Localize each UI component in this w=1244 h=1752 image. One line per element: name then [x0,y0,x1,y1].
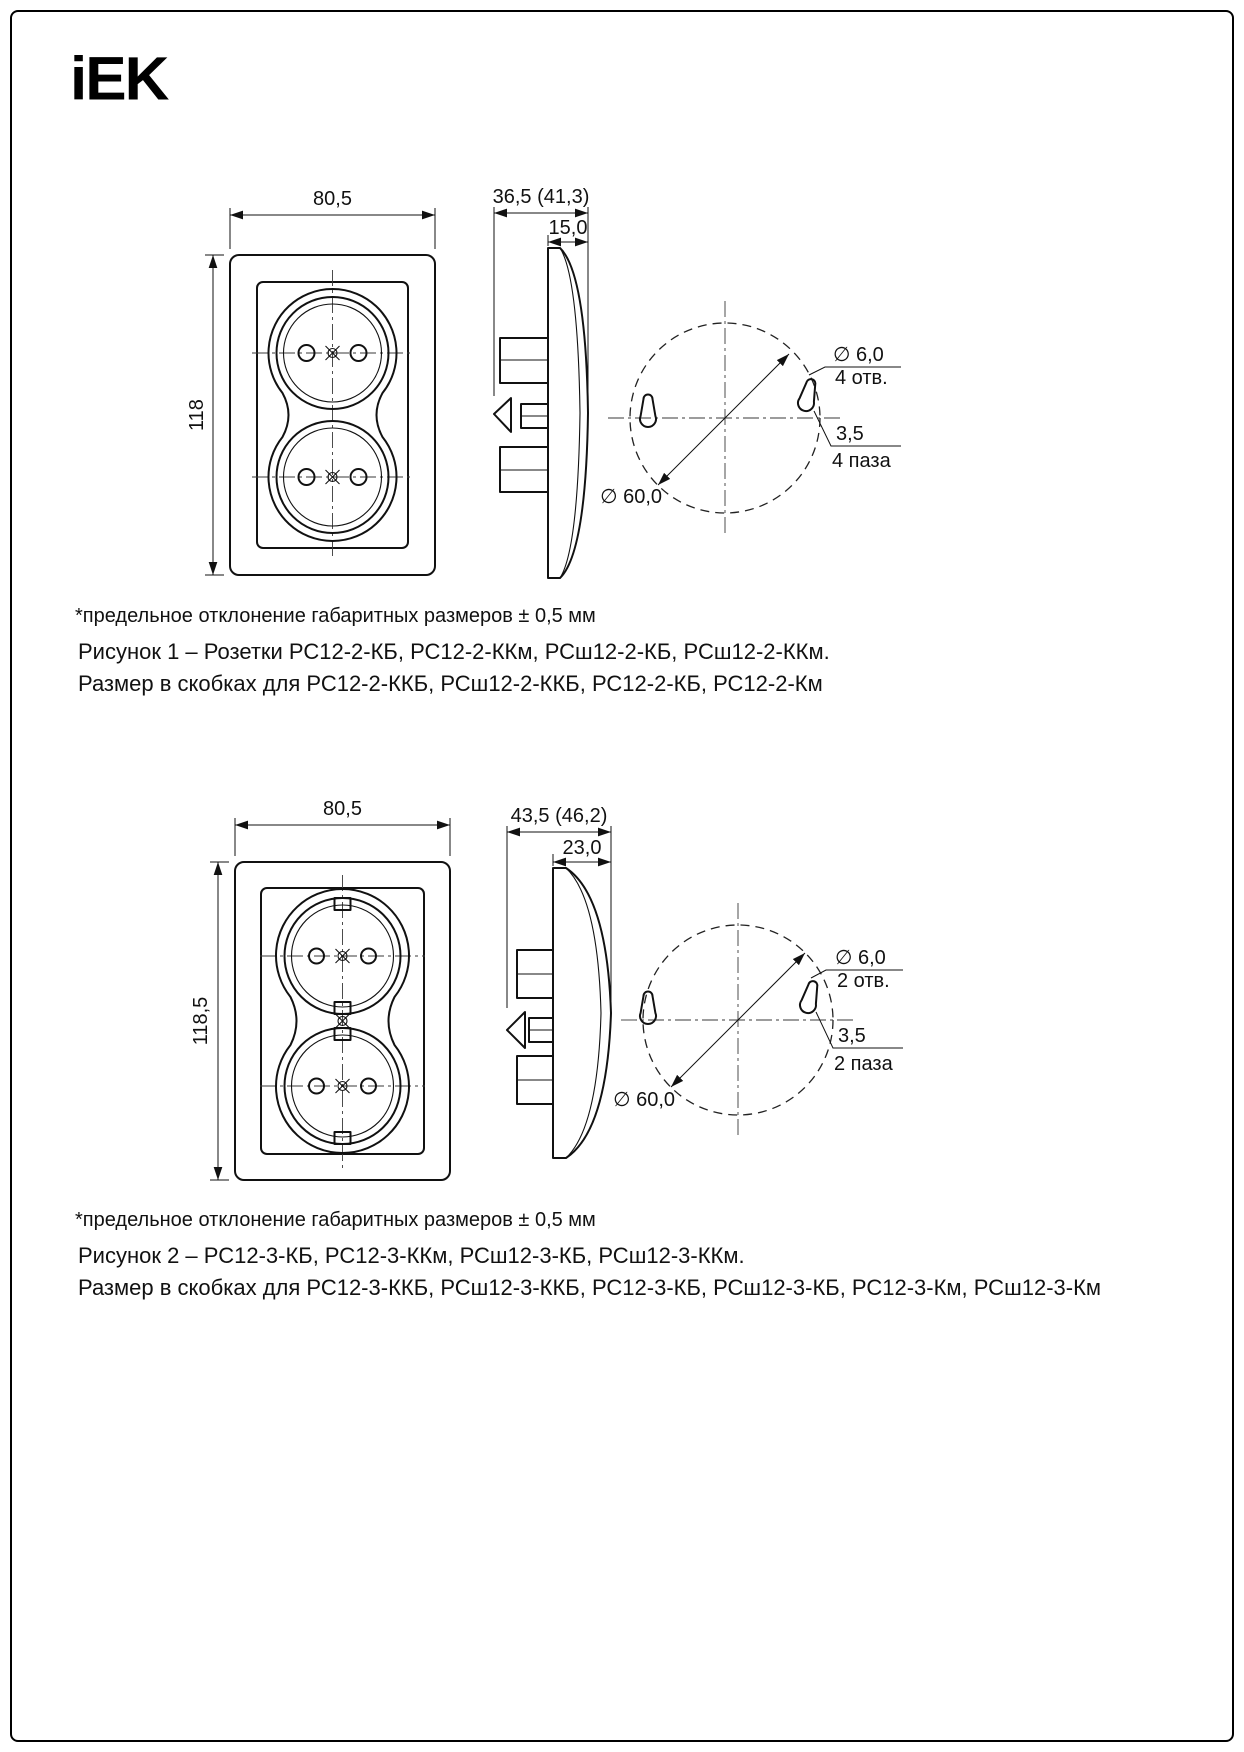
dim-plate-depth: 15,0 [549,217,588,239]
socket-frame [234,861,451,1181]
figure1-tolerance-note: *предельное отклонение габаритных размер… [75,605,596,627]
pin-hole [308,1077,325,1095]
keyhole-slot [639,393,657,429]
dim-mounting-diameter: ∅ 60,0 [600,486,662,508]
socket-body-outline [267,288,398,542]
figure1-caption-line2: Размер в скобках для РС12-2-ККБ, РСш12-2… [78,671,823,696]
dim-front-width: 80,5 [323,798,362,820]
figure2-caption-line2: Размер в скобках для РС12-3-ККБ, РСш12-3… [78,1275,1102,1300]
keyhole-slot [797,378,817,413]
cover-plate-face-line [565,867,602,1159]
dim-plate-depth: 23,0 [563,837,602,859]
socket-recess-inner [282,303,383,403]
figure1-drawing: 80,5 118 36,5 (41,3) 15,0 ∅ 60,0 ∅ 6,0 4… [186,186,901,579]
figure2-caption-line1: Рисунок 2 – РС12-3-КБ, РС12-3-ККм, РСш12… [78,1243,745,1268]
pin-hole [360,947,377,965]
figure2-tolerance-note: *предельное отклонение габаритных размер… [75,1209,596,1231]
leader-line [810,969,903,979]
diameter-arrow [670,952,806,1088]
dim-front-width: 80,5 [313,188,352,210]
figure2-side-view: 43,5 (46,2) 23,0 [506,805,612,1159]
socket-recess-inner [290,1034,395,1138]
leader-line [808,366,901,376]
cover-plate-profile [552,867,612,1159]
dim-slot-count: 4 паза [832,450,892,472]
figure1-caption-line1: Рисунок 1 – Розетки РС12-2-КБ, РС12-2-КК… [78,639,830,664]
socket-body-outline [275,888,410,1154]
screw-icon [335,948,350,964]
socket-recess-inner [290,904,395,1008]
pin-hole [360,1077,377,1095]
page-border [10,10,1234,1742]
pin-hole [349,468,368,486]
dim-hole-count: 4 отв. [835,367,888,389]
ground-contact-tab [333,1027,352,1041]
figure1-front-view: 80,5 118 [186,188,436,576]
keyhole-slot [639,990,657,1026]
leader-line [813,410,901,447]
dim-hole-diameter: ∅ 6,0 [835,947,886,969]
figure2-front-view: 80,5 118,5 [190,798,451,1181]
dim-front-height: 118,5 [190,997,212,1046]
dim-slot-count: 2 паза [834,1053,894,1075]
screw-icon [325,469,340,485]
figure1-mounting-diagram: ∅ 60,0 ∅ 6,0 4 отв. 3,5 4 паза [600,301,901,535]
ground-contact-tab [333,1001,352,1015]
ground-contact-tab [333,1131,352,1145]
dim-total-depth: 36,5 (41,3) [493,186,590,208]
pin-hole [308,947,325,965]
cover-plate-face-line [559,247,581,579]
screw-icon [335,1013,350,1029]
screw-icon [335,1078,350,1094]
pin-hole [297,468,316,486]
mounting-claw [506,1011,526,1049]
figure2-mounting-diagram: ∅ 60,0 ∅ 6,0 2 отв. 3,5 2 паза [613,903,903,1137]
figure1-side-view: 36,5 (41,3) 15,0 [493,186,590,579]
screw-icon [325,345,340,361]
dim-slot-width: 3,5 [836,423,864,445]
figure2-drawing: 80,5 118,5 43,5 (46,2) 23,0 ∅ 60,0 ∅ 6,0… [190,798,903,1181]
dim-hole-count: 2 отв. [837,970,890,992]
dim-hole-diameter: ∅ 6,0 [833,344,884,366]
socket-frame [229,254,436,576]
pin-hole [297,344,316,362]
keyhole-slot [799,980,819,1015]
ground-contact-tab [333,897,352,911]
dim-total-depth: 43,5 (46,2) [511,805,608,827]
socket-recess-inner [282,427,383,527]
dim-slot-width: 3,5 [838,1025,866,1047]
socket-recess [275,296,390,410]
dim-mounting-diameter: ∅ 60,0 [613,1089,675,1111]
leader-line [815,1011,903,1049]
dim-front-height: 118 [186,399,208,431]
mounting-claw [493,397,512,433]
iek-logo: iEK [70,45,169,114]
pin-hole [349,344,368,362]
diameter-arrow [657,353,790,486]
cover-plate-profile [547,247,589,579]
socket-recess [275,420,390,534]
